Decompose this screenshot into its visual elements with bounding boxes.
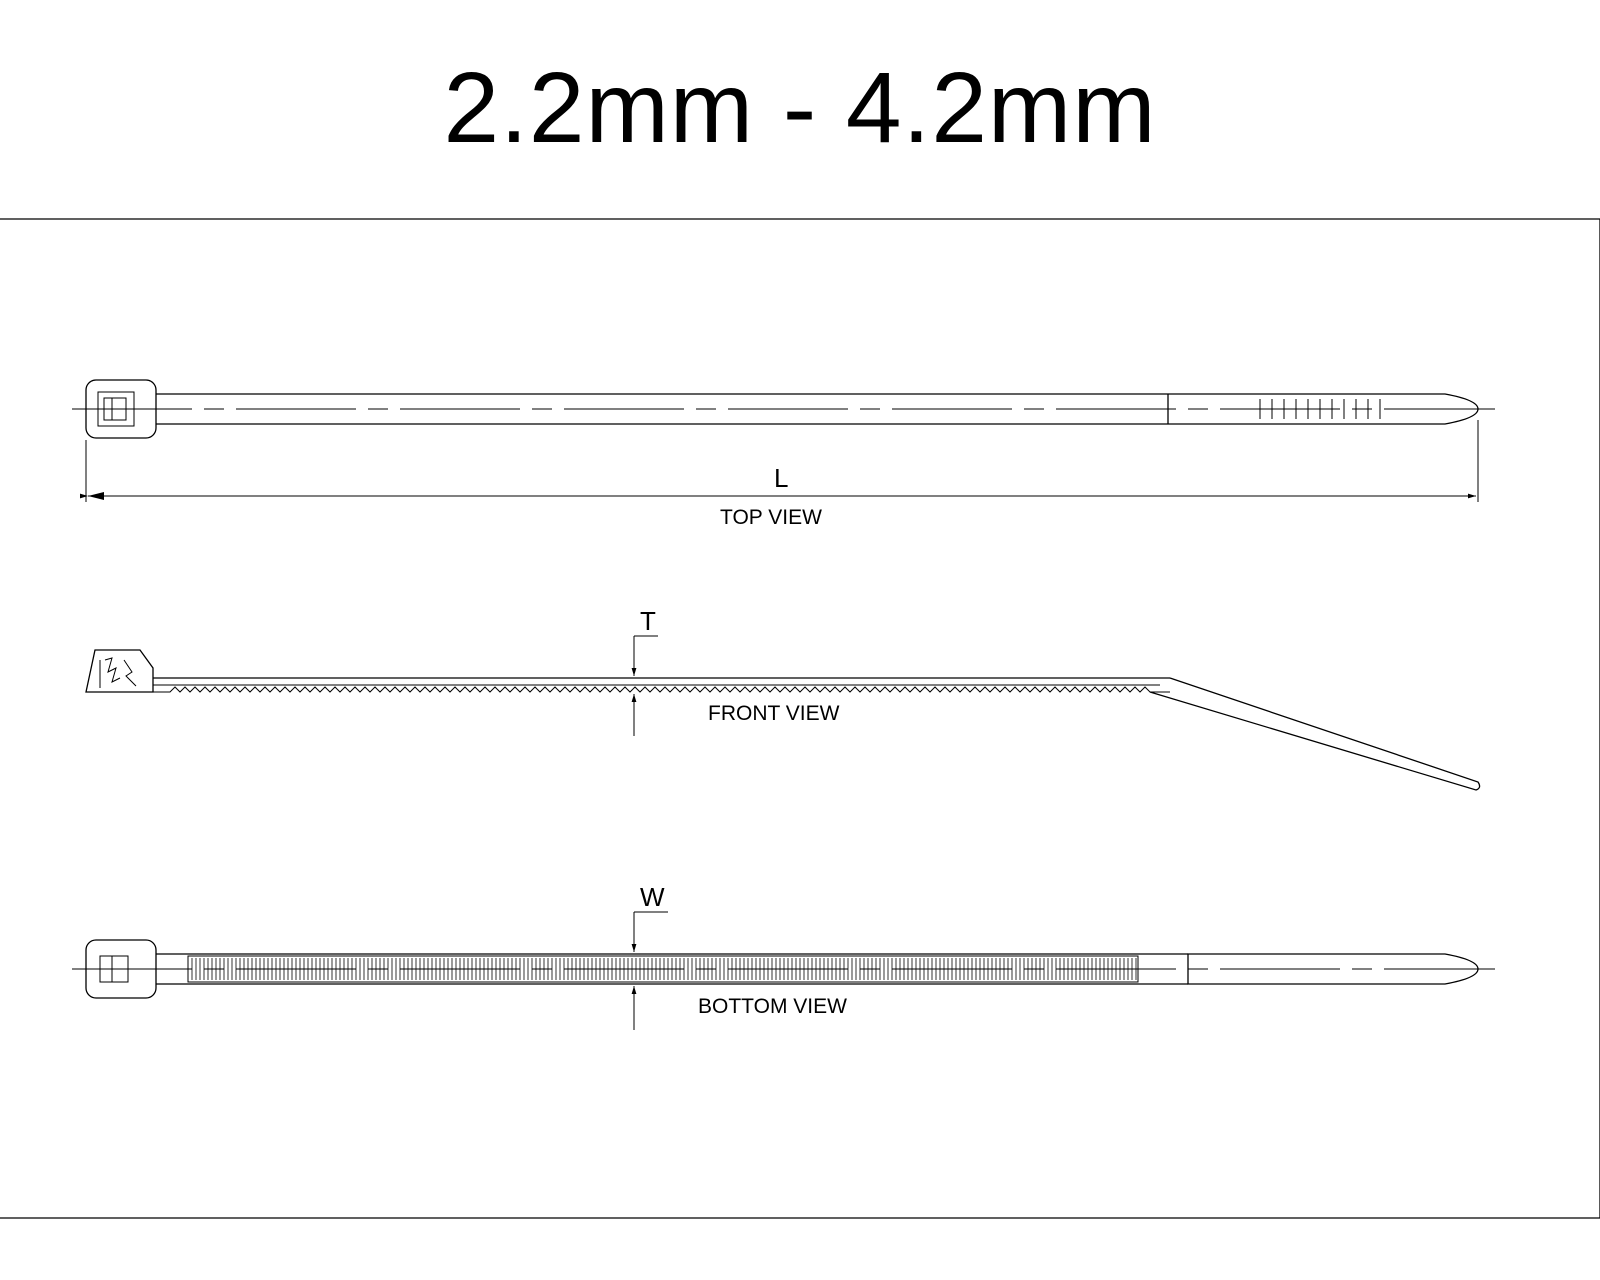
page-title: 2.2mm - 4.2mm — [443, 52, 1157, 164]
width-dimension-label: W — [640, 882, 665, 912]
front-view-tail — [1149, 677, 1481, 791]
thickness-dimension-label: T — [640, 606, 656, 636]
front-view-teeth — [153, 686, 1170, 693]
front-view: T FRONT VIEW — [85, 606, 1481, 791]
length-dimension-label: L — [774, 463, 788, 493]
drawing-frame — [0, 218, 1600, 1219]
bottom-view-label: BOTTOM VIEW — [698, 995, 847, 1018]
bottom-view: W BOTTOM VIEW — [72, 882, 1495, 1030]
front-view-label: FRONT VIEW — [708, 702, 840, 725]
front-view-head — [85, 649, 154, 693]
top-view: L TOP VIEW — [72, 379, 1495, 529]
top-view-label: TOP VIEW — [720, 506, 822, 529]
